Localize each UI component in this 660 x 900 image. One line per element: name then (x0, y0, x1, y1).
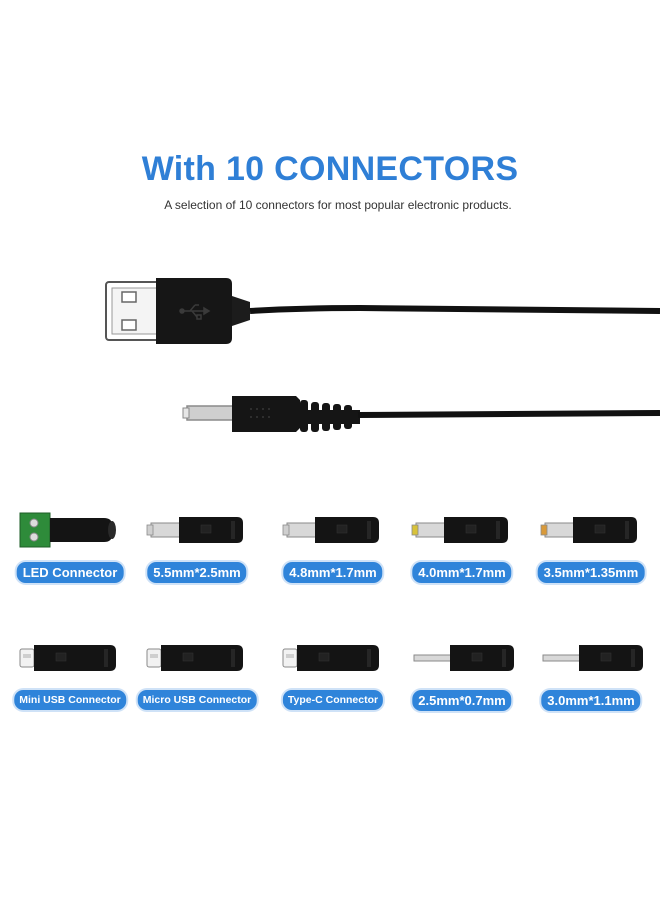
terminal-block-icon (19, 512, 116, 548)
connector-item: Micro USB Connector (137, 633, 257, 733)
connector-label: 4.8mm*1.7mm (283, 562, 383, 583)
dc-barrel-plug-icon (182, 396, 360, 432)
micro-usb-icon (146, 645, 243, 671)
connector-label: Micro USB Connector (137, 690, 257, 710)
pin-tip-icon (542, 645, 643, 671)
connector-item: 3.0mm*1.1mm (533, 633, 649, 733)
cable-illustration (105, 278, 660, 432)
barrel-tip-icon (146, 517, 243, 543)
connector-label: 3.5mm*1.35mm (537, 562, 645, 583)
connector-item: 4.0mm*1.7mm (404, 505, 520, 605)
connector-item: 5.5mm*2.5mm (139, 505, 255, 605)
page-title: With 10 CONNECTORS (141, 150, 519, 188)
connector-item: 2.5mm*0.7mm (404, 633, 520, 733)
type-c-icon (282, 645, 379, 671)
barrel-tip-icon (540, 517, 637, 543)
connector-label: 3.0mm*1.1mm (541, 690, 641, 711)
pin-tip-icon (413, 645, 514, 671)
connector-label: Type-C Connector (282, 690, 384, 710)
connector-item: 3.5mm*1.35mm (533, 505, 649, 605)
page-subtitle: A selection of 10 connectors for most po… (164, 198, 512, 212)
barrel-tip-icon (411, 517, 508, 543)
usb-a-plug-icon (105, 278, 250, 344)
connector-label: Mini USB Connector (14, 690, 126, 710)
connector-label: LED Connector (16, 562, 124, 583)
connector-item: LED Connector (12, 505, 128, 605)
barrel-tip-icon (282, 517, 379, 543)
connector-label: 5.5mm*2.5mm (147, 562, 247, 583)
mini-usb-icon (19, 645, 116, 671)
connector-item: 4.8mm*1.7mm (275, 505, 391, 605)
connector-item: Type-C Connector (275, 633, 391, 733)
connector-label: 2.5mm*0.7mm (412, 690, 512, 711)
connector-label: 4.0mm*1.7mm (412, 562, 512, 583)
connector-item: Mini USB Connector (12, 633, 128, 733)
